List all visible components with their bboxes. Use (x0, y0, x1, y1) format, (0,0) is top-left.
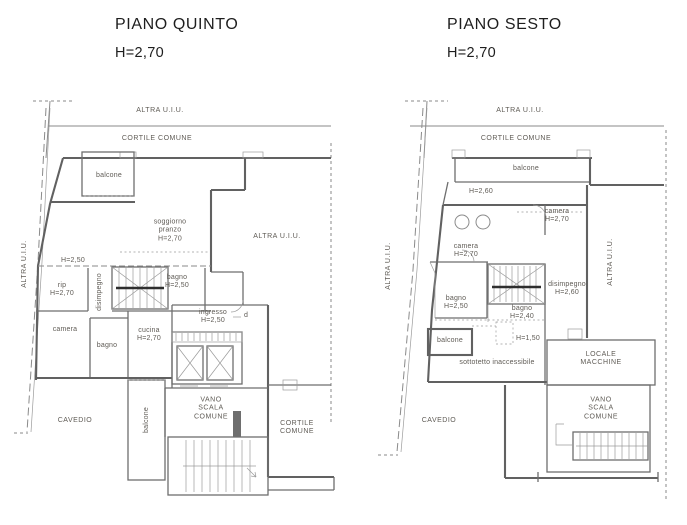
plan-sesto-common-stair (555, 423, 649, 461)
plan-sesto-height: H=2,70 (447, 45, 496, 61)
plan-quinto-site-lines (14, 100, 332, 434)
plan-quinto-height: H=2,70 (115, 45, 164, 61)
height-label-h260-strip: H=2,60 (469, 187, 493, 195)
room-label-balcone-side: balcone (142, 407, 150, 433)
door-mark-d: d (243, 311, 249, 319)
plan-quinto-title: PIANO QUINTO (115, 16, 239, 33)
room-label-bagno-left: bagno H=2,50 (444, 294, 468, 310)
height-label-h250-strip: H=2,50 (61, 256, 85, 264)
plan-quinto-private-stair (111, 266, 169, 310)
site-label-altra-uiu-left-sesto: ALTRA U.I.U. (384, 242, 392, 290)
room-label-cavedio-quinto: CAVEDIO (57, 416, 93, 424)
site-label-altra-uiu-top-quinto: ALTRA U.I.U. (136, 106, 184, 114)
room-label-balcone-top-sesto: balcone (513, 164, 539, 172)
plan-quinto-walls (34, 151, 335, 491)
plan-sesto-private-stair (487, 263, 546, 305)
room-label-bagno-mid: bagno H=2,40 (510, 304, 534, 320)
room-label-balcone-top-quinto: balcone (96, 171, 122, 179)
height-label-h150: H=1,50 (516, 334, 540, 342)
room-label-locale-macchine: LOCALE MACCHINE (580, 350, 622, 366)
room-label-rip: rip H=2,70 (50, 281, 74, 297)
site-label-altra-uiu-right-quinto: ALTRA U.I.U. (253, 232, 301, 240)
room-label-bagno-small: bagno (96, 341, 118, 349)
room-label-cavedio-sesto: CAVEDIO (421, 416, 457, 424)
room-label-camera-left: camera H=2,70 (453, 242, 479, 258)
room-label-balcone-small: balcone (437, 336, 463, 344)
room-label-vano-scala-quinto: VANO SCALA COMUNE (193, 396, 229, 421)
room-label-soggiorno: soggiorno pranzo H=2,70 (153, 218, 187, 243)
plan-quinto-balcone-strip (127, 379, 166, 481)
room-label-cucina: cucina H=2,70 (137, 326, 161, 342)
plan-sesto-title: PIANO SESTO (447, 16, 562, 33)
plan-sesto-site-lines (378, 100, 667, 500)
room-label-vano-scala-sesto: VANO SCALA COMUNE (583, 396, 619, 421)
site-label-altra-uiu-right-sesto: ALTRA U.I.U. (606, 238, 614, 286)
site-label-altra-uiu-top-sesto: ALTRA U.I.U. (496, 106, 544, 114)
plan-quinto-elevator-shafts (171, 331, 243, 387)
room-label-ingresso: ingresso H=2,50 (198, 308, 228, 324)
site-label-cortile-comune-top-quinto: CORTILE COMUNE (121, 134, 193, 142)
plan-sesto-walls (426, 149, 664, 482)
room-label-camera-right: camera H=2,70 (544, 207, 570, 223)
site-label-cortile-comune-bottom: CORTILE COMUNE (279, 419, 315, 435)
site-label-altra-uiu-left-quinto: ALTRA U.I.U. (20, 240, 28, 288)
room-label-disimpegno-quinto: disimpegno (95, 273, 103, 311)
room-label-disimpegno-sesto: disimpegno H=2,60 (548, 280, 586, 296)
room-label-sottotetto: sottotetto inaccessibile (459, 358, 535, 366)
room-label-bagno-h250: bagno H=2,50 (165, 273, 189, 289)
site-label-cortile-comune-top-sesto: CORTILE COMUNE (480, 134, 552, 142)
room-label-camera-quinto: camera (52, 325, 78, 333)
